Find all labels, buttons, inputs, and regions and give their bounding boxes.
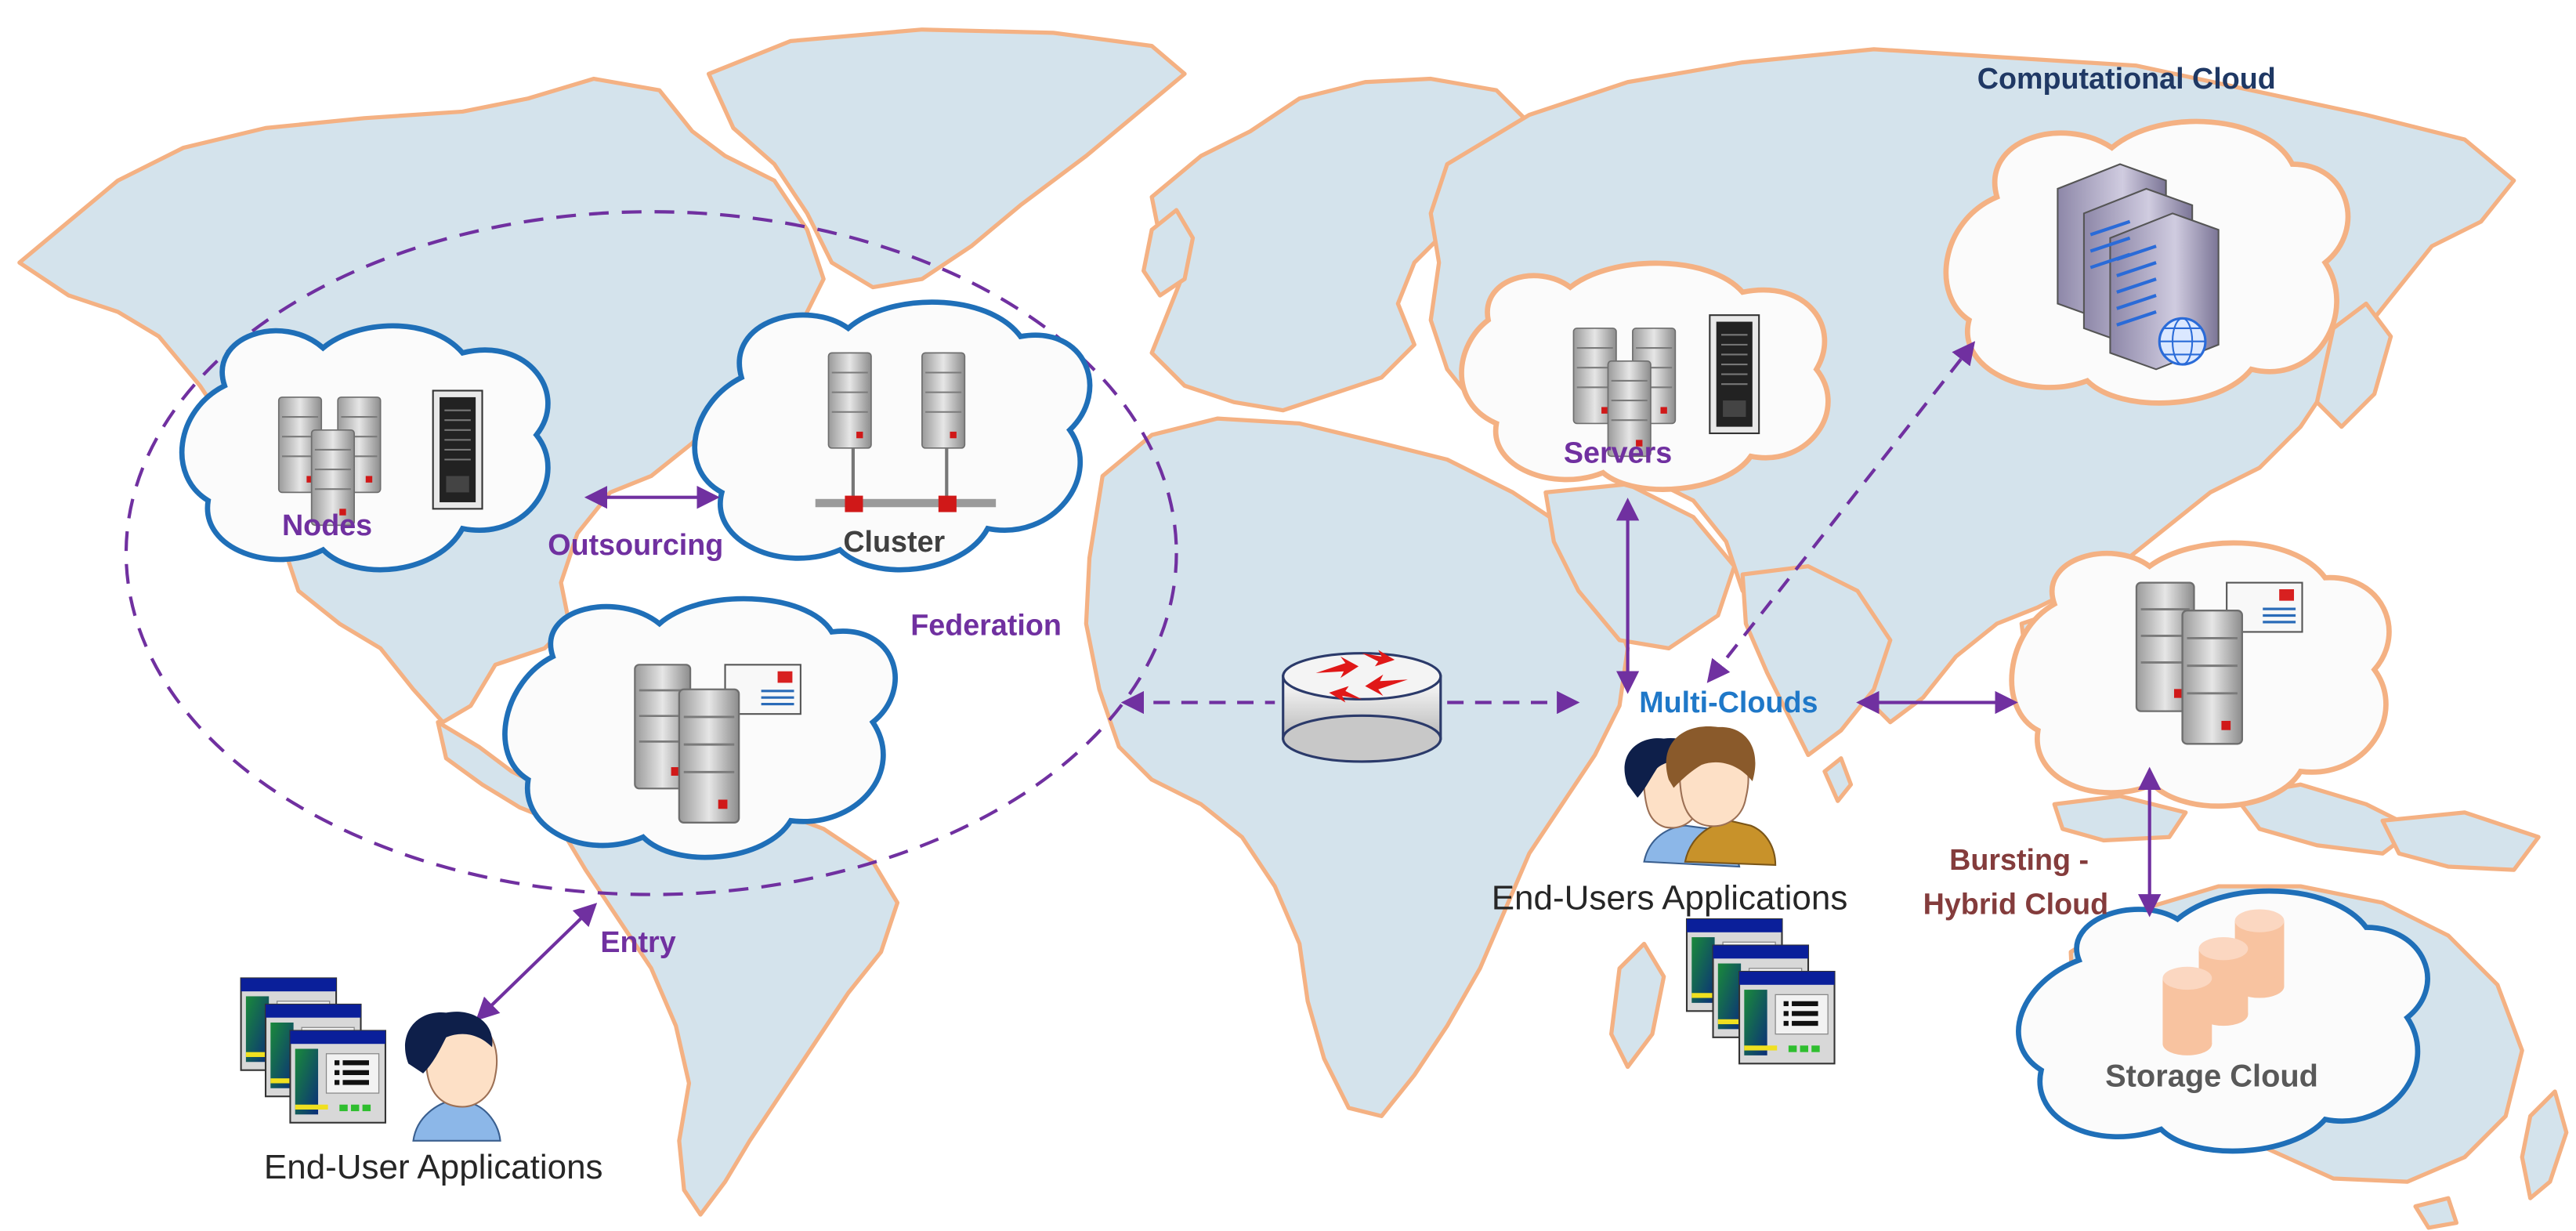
cloud-storage	[2016, 888, 2430, 1154]
cloud-computational	[1943, 118, 2351, 406]
label-bursting: Bursting -	[1949, 843, 2089, 876]
connector-entry	[476, 903, 598, 1021]
user-icon	[405, 1012, 501, 1142]
map-tasmania	[2413, 1196, 2459, 1230]
map-madagascar	[1609, 941, 1666, 1070]
label-multi-clouds: Multi-Clouds	[1639, 686, 1818, 719]
globe-icon	[2158, 317, 2207, 366]
app-window-icon	[240, 977, 386, 1124]
label-servers: Servers	[1564, 436, 1672, 469]
label-end-user-applications: End-User Applications	[264, 1148, 603, 1186]
router-icon	[1282, 650, 1442, 763]
map-arabia	[1543, 482, 1737, 651]
label-hybrid-cloud: Hybrid Cloud	[1923, 888, 2109, 921]
label-storage-cloud: Storage Cloud	[2105, 1059, 2318, 1094]
cloud-mail-server-right	[2009, 540, 2392, 809]
map-europe	[1149, 76, 1532, 413]
cloud-mail-server-left	[502, 596, 898, 860]
map-new-zealand	[2520, 1089, 2569, 1200]
map-british-isles	[1141, 208, 1196, 298]
cloud-cluster	[692, 299, 1093, 573]
label-end-users-applications: End-Users Applications	[1492, 878, 1848, 917]
app-window-icon	[1685, 918, 1836, 1065]
cloud-nodes	[179, 323, 551, 573]
server-tower-icon	[1709, 314, 1760, 435]
label-nodes: Nodes	[282, 509, 372, 541]
map-sri-lanka	[1822, 756, 1854, 803]
label-federation: Federation	[910, 609, 1062, 642]
connectors	[476, 341, 2162, 1021]
label-computational-cloud: Computational Cloud	[1977, 62, 2276, 95]
map-new-guinea	[2380, 810, 2541, 872]
label-entry: Entry	[600, 925, 675, 958]
user-icon	[1624, 726, 1777, 868]
label-outsourcing: Outsourcing	[548, 528, 723, 561]
connector-multiclouds-computational	[1706, 341, 1976, 683]
cluster-bus	[815, 447, 997, 512]
server-tower-icon	[432, 389, 483, 510]
federation-boundary	[124, 210, 1178, 896]
map-greenland	[706, 27, 1187, 290]
map-africa	[1084, 416, 1630, 1118]
label-cluster: Cluster	[843, 525, 945, 558]
map-japan	[2314, 301, 2393, 429]
map-indonesia-1	[2052, 794, 2188, 843]
